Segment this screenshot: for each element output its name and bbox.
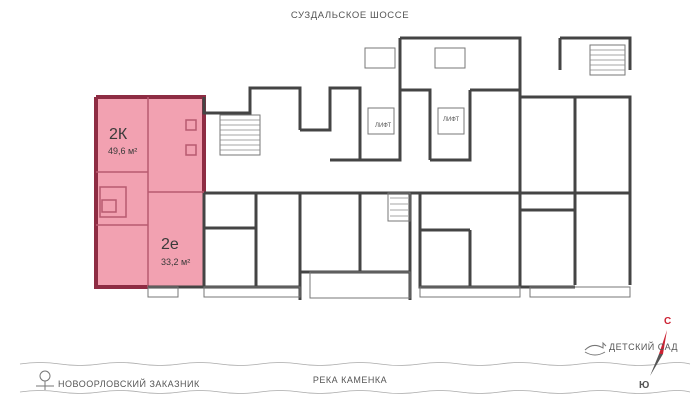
lift-label-right: ЛИФТ <box>443 117 459 123</box>
stairs <box>220 49 625 217</box>
tree-icon <box>36 370 54 390</box>
lift-label-left: ЛИФТ <box>375 123 391 129</box>
compass-icon <box>650 330 667 376</box>
apartment-code-2e[interactable]: 2е <box>161 236 179 253</box>
building-walls <box>148 36 632 300</box>
kindergarten-label: ДЕТСКИЙ САД <box>609 342 678 352</box>
road-label: СУЗДАЛЬСКОЕ ШОССЕ <box>290 10 410 21</box>
apartment-code-2k[interactable]: 2К <box>109 126 128 143</box>
compass-south-label: Ю <box>639 380 650 391</box>
apartment-area-2e: 33,2 м² <box>161 257 191 267</box>
apartment-area-2k: 49,6 м² <box>108 146 138 156</box>
river-label: РЕКА КАМЕНКА <box>312 375 388 385</box>
reserve-label: НОВООРЛОВСКИЙ ЗАКАЗНИК <box>58 379 200 389</box>
interior-details <box>147 44 631 299</box>
rocking-horse-icon <box>584 341 607 356</box>
river-lines <box>19 362 691 394</box>
compass-north-label: С <box>664 316 672 327</box>
